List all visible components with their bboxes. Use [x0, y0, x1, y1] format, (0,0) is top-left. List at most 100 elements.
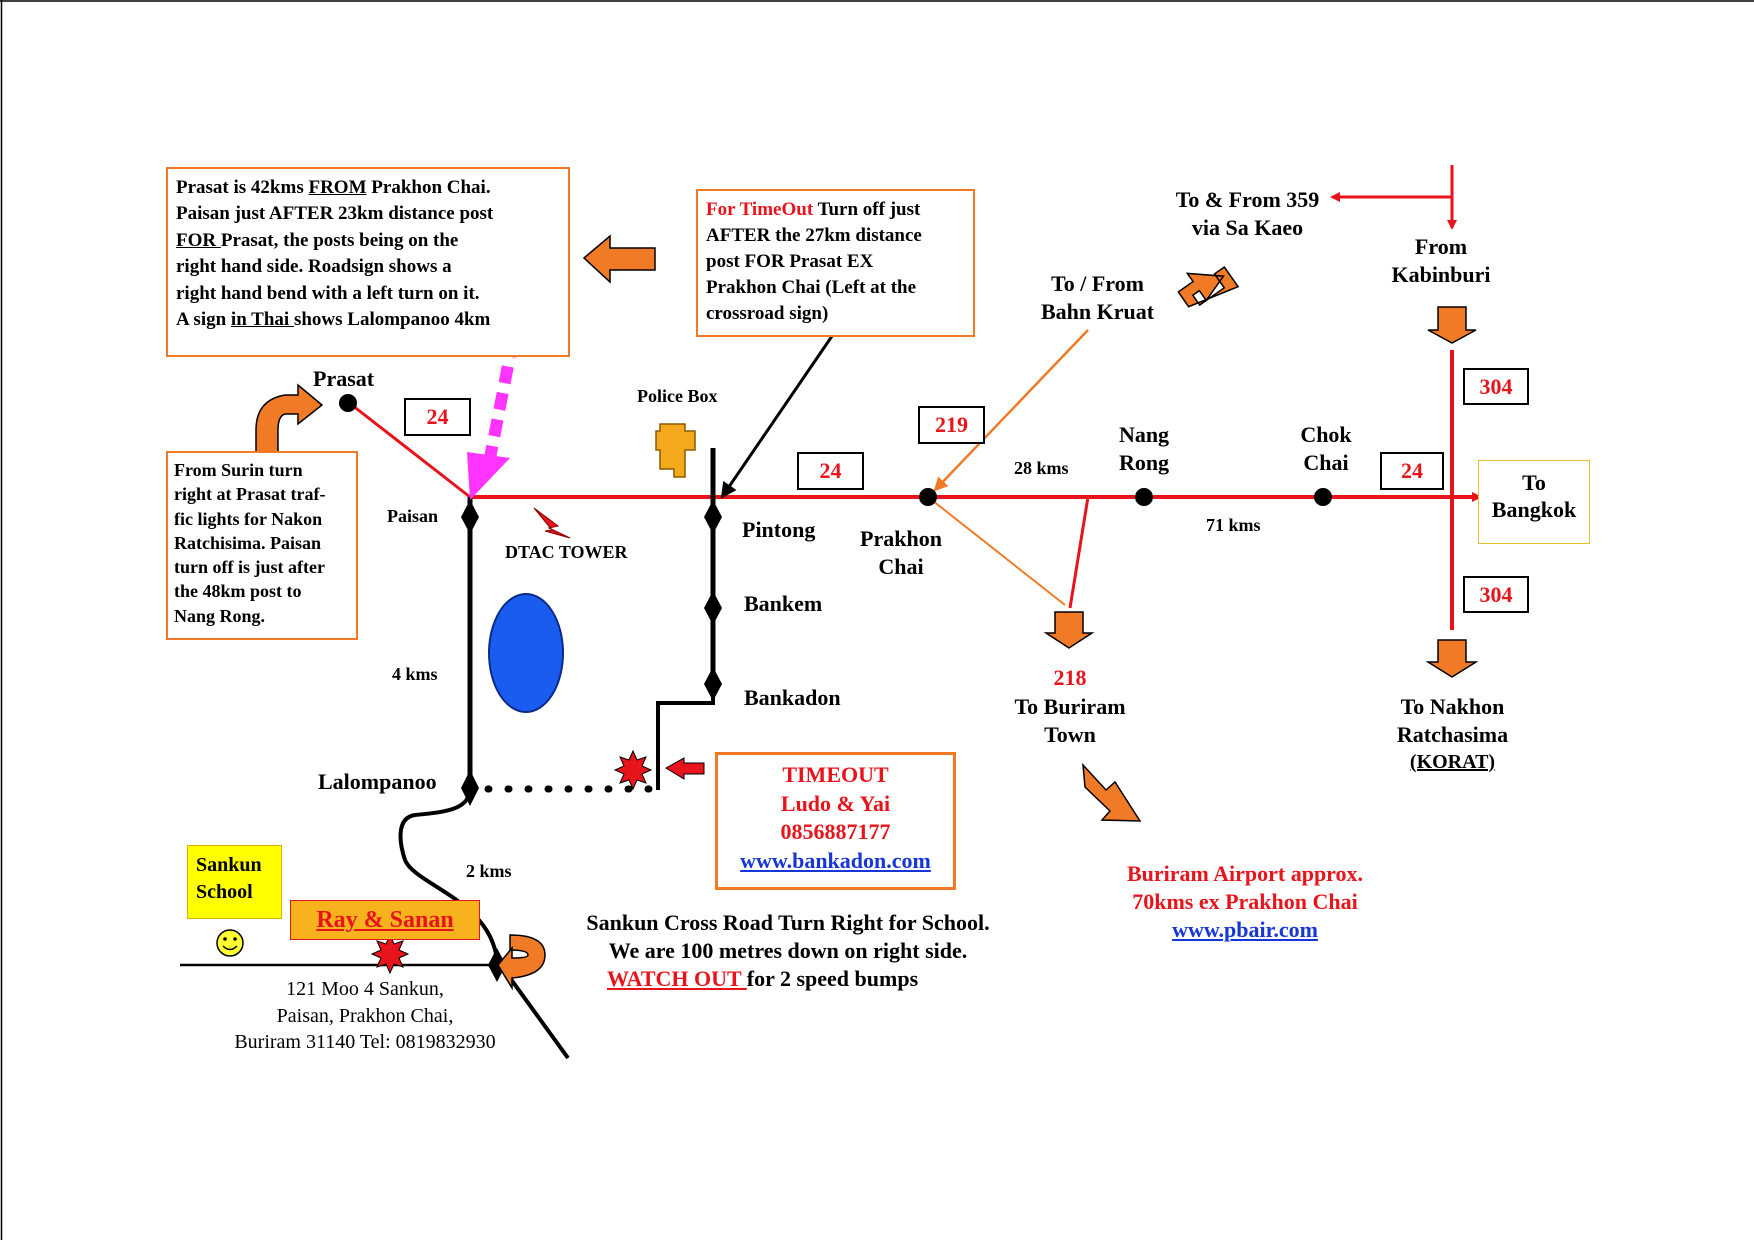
- bankem-label: Bankem: [744, 591, 823, 616]
- route-24-sign: 24: [797, 452, 864, 490]
- note-text: post FOR Prasat EX: [706, 251, 874, 272]
- note-text: Turn off just: [813, 199, 921, 220]
- police-box-label: Police Box: [637, 386, 718, 406]
- distance-label: 28 kms: [1014, 458, 1069, 478]
- chok-chai-label: Chok: [1300, 422, 1352, 447]
- lake: [488, 593, 564, 713]
- sankun-directions-text: Sankun Cross Road Turn Right for School.: [586, 910, 990, 935]
- prasat-note-pointer-head: [467, 452, 510, 500]
- to-bahn-kruat-arrow: [1177, 265, 1240, 308]
- to-buriram-arrow: [1043, 611, 1095, 649]
- sankun-school-label: School: [196, 881, 253, 903]
- note-text: Prakhon Chai.: [366, 177, 491, 198]
- note-text: Prasat is 42kms: [176, 177, 309, 198]
- note-text: Paisan just AFTER 23km distance post: [176, 203, 494, 225]
- note-text: right hand bend with a left turn on it.: [176, 282, 480, 304]
- bahn-kruat-pointer: [933, 329, 1089, 492]
- note-text: Prakhon Chai (Left at the: [706, 277, 917, 298]
- prakhon-chai-label: Chai: [878, 554, 924, 579]
- to-from-359-label: To & From 359: [1175, 187, 1320, 212]
- ray-sanan-box: Ray & Sanan: [290, 900, 480, 940]
- to-korat-arrow: [1425, 639, 1479, 678]
- airport-website-link[interactable]: www.pbair.com: [1172, 917, 1318, 942]
- route-24-sign: 24: [1380, 452, 1444, 490]
- sankun-directions-text: We are 100 metres down on right side.: [608, 938, 968, 963]
- sankun-school-box: Sankun School: [187, 845, 282, 919]
- bahn-kruat-label: Bahn Kruat: [1040, 299, 1155, 324]
- left-arrow-to-note: [582, 234, 656, 284]
- paisan-diamond: [461, 500, 479, 534]
- note-text: From Surin turn: [174, 460, 303, 480]
- to-bangkok-label: To: [1522, 470, 1546, 495]
- sankun-directions-text: for 2 speed bumps: [746, 966, 919, 991]
- note-text: FOR: [176, 229, 221, 251]
- address-block: 121 Moo 4 Sankun, Paisan, Prakhon Chai, …: [190, 976, 540, 1056]
- korat-label: Ratchasima: [1396, 722, 1509, 747]
- prasat-road: [347, 400, 471, 499]
- timeout-location-icon: [613, 749, 653, 791]
- distance-label: 2 kms: [466, 861, 512, 881]
- timeout-turnoff-note: For TimeOut Turn off just AFTER the 27km…: [696, 189, 975, 337]
- contact-website-link[interactable]: www.bankadon.com: [740, 847, 931, 873]
- note-text: Nang Rong.: [174, 605, 266, 626]
- note-text: For TimeOut: [706, 199, 814, 220]
- note-text: in Thai: [230, 309, 294, 331]
- note-text: right hand side. Roadsign shows a: [176, 256, 452, 278]
- prasat-note-pointer: [484, 338, 519, 460]
- note-text: shows Lalompanoo 4km: [293, 309, 491, 331]
- note-text: Prasat, the posts being on the: [220, 229, 459, 251]
- note-text: AFTER the 27km distance: [706, 225, 922, 246]
- chok-chai-dot: [1314, 488, 1332, 506]
- timeout-contact-box: TIMEOUT Ludo & Yai 0856887177 www.bankad…: [715, 752, 956, 890]
- nang-rong-label: Nang: [1118, 422, 1170, 447]
- bahn-kruat-label: To / From: [1051, 271, 1144, 296]
- airport-text: 70kms ex Prakhon Chai: [1132, 889, 1358, 914]
- main-roads: [347, 165, 1482, 630]
- sankun-cross-diamond: [488, 948, 506, 982]
- nang-rong-dot: [1135, 488, 1153, 506]
- contact-name: TIMEOUT: [782, 762, 889, 787]
- orange-arrows: [255, 234, 1479, 991]
- route-24-sign: 24: [404, 398, 471, 436]
- smiley-icon: [216, 929, 244, 957]
- road-218-branch-b: [1068, 496, 1090, 609]
- from-surin-turn-arrow: [255, 383, 324, 453]
- route-304-sign: 304: [1463, 576, 1529, 613]
- prakhon-chai-label: Prakhon: [860, 526, 942, 551]
- note-text: crossroad sign): [706, 303, 829, 324]
- paisan-label: Paisan: [387, 506, 439, 526]
- pintong-diamond: [704, 500, 722, 534]
- sankun-school-label: Sankun: [196, 854, 262, 876]
- contact-owners: Ludo & Yai: [780, 790, 891, 816]
- police-box-icon: [655, 423, 696, 478]
- contact-phone: 0856887177: [780, 819, 891, 844]
- timeout-pointer-arrow: [665, 757, 705, 780]
- airport-text: Buriram Airport approx.: [1126, 861, 1364, 886]
- prasat-dot: [339, 394, 357, 412]
- road-218-branch-a: [927, 496, 1066, 606]
- buriram-town-label: Town: [1044, 722, 1096, 747]
- bankadon-diamond: [704, 667, 722, 701]
- note-text: Ratchisima. Paisan: [174, 532, 322, 553]
- distance-label: 71 kms: [1206, 515, 1261, 535]
- lalompanoo-diamond: [461, 770, 479, 806]
- from-kabinburi-label: From: [1414, 234, 1468, 259]
- note-text: fic lights for Nakon: [174, 508, 323, 529]
- note-text: right at Prasat traf-: [174, 484, 326, 505]
- to-from-359-label: via Sa Kaeo: [1191, 215, 1304, 240]
- ray-sanan-label: Ray & Sanan: [316, 907, 454, 933]
- address-line: Paisan, Prakhon Chai,: [276, 1004, 454, 1027]
- pintong-label: Pintong: [742, 517, 816, 542]
- route-304-sign: 304: [1463, 368, 1529, 405]
- to-bangkok-label: Bangkok: [1491, 497, 1577, 522]
- ray-sanan-location-icon: [370, 933, 410, 975]
- lalompanoo-label: Lalompanoo: [318, 769, 437, 794]
- chok-chai-label: Chai: [1303, 450, 1349, 475]
- to-bangkok-box: [1478, 460, 1590, 544]
- note-text: A sign: [176, 309, 231, 331]
- korat-label: (KORAT): [1409, 751, 1496, 773]
- from-kabinburi-arrow: [1427, 306, 1477, 344]
- town-markers: [339, 394, 1332, 982]
- note-text: FROM: [308, 177, 367, 198]
- watch-out-text: WATCH OUT: [607, 966, 747, 991]
